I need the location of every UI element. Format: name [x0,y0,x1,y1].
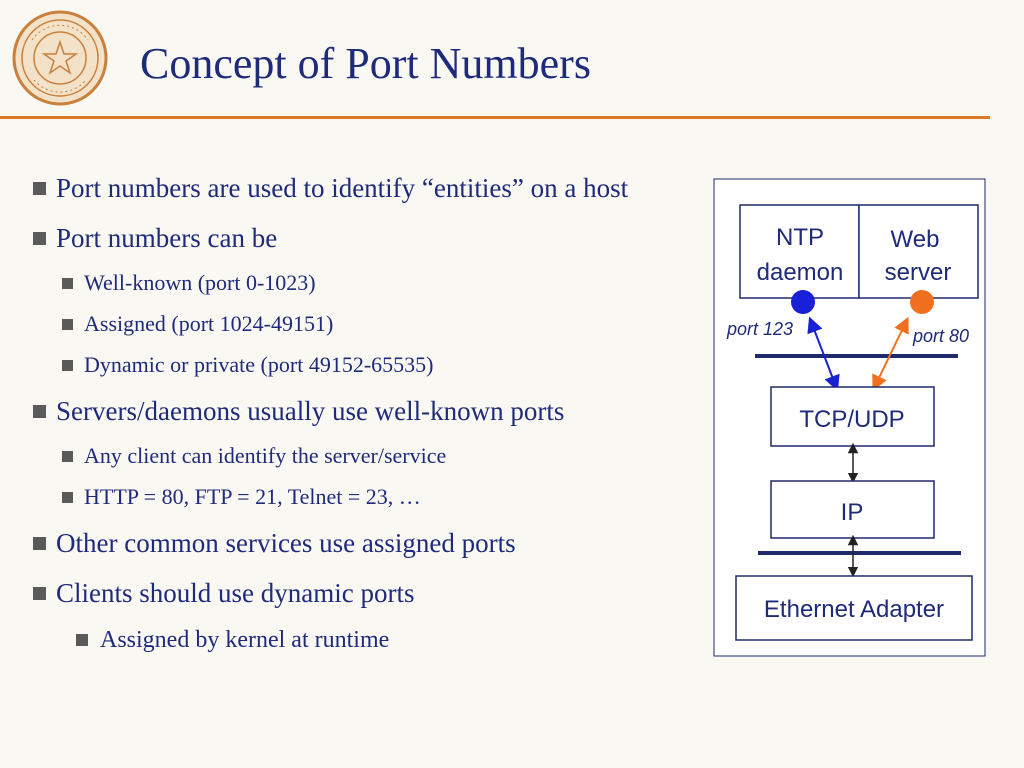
bullet-square-icon [62,278,73,289]
ntp-label-line1: NTP [776,224,824,251]
bullet-square-icon [62,492,73,503]
bullet-list: Port numbers are used to identify “entit… [30,168,705,657]
bullet-text: Assigned by kernel at runtime [100,627,390,653]
bullet-square-icon [33,587,46,600]
sub-bullet-assigned: Assigned (port 1024-49151) [30,309,705,339]
web-port-dot [910,290,934,314]
ethernet-adapter-label: Ethernet Adapter [764,596,944,623]
ip-label: IP [841,499,864,526]
bullet-square-icon [33,232,46,245]
web-port-arrow [872,316,909,392]
bullet-text: Any client can identify the server/servi… [84,443,447,468]
ntp-port-arrow [807,316,840,392]
bullet-text: Well-known (port 0-1023) [84,270,316,295]
sub-bullet-kernel: Assigned by kernel at runtime [30,623,705,657]
lower-separator-bar [758,551,961,555]
bullet-text: Clients should use dynamic ports [56,578,415,608]
bullet-square-icon [62,451,73,462]
bullet-text: Other common services use assigned ports [56,528,516,558]
protocol-stack-diagram: NTP daemon Web server port 123 port 80 T… [713,178,986,657]
port-123-label: port 123 [726,319,793,339]
sub-bullet-dynamic: Dynamic or private (port 49152-65535) [30,350,705,380]
tcpudp-label: TCP/UDP [799,406,904,433]
bullet-square-icon [62,319,73,330]
bullet-square-icon [76,634,88,646]
bullet-text: HTTP = 80, FTP = 21, Telnet = 23, … [84,484,421,509]
ethernet-adapter-box [735,575,973,641]
sub-bullet-well-known: Well-known (port 0-1023) [30,268,705,298]
upper-separator-bar [755,354,958,358]
bullet-entities: Port numbers are used to identify “entit… [30,168,705,208]
ntp-port-dot [791,290,815,314]
ntp-label-line2: daemon [757,259,844,286]
bullet-square-icon [33,405,46,418]
bullet-text: Assigned (port 1024-49151) [84,311,334,336]
ip-box [770,480,935,539]
web-server-box [858,204,979,299]
sub-bullet-examples: HTTP = 80, FTP = 21, Telnet = 23, … [30,482,705,512]
web-label-line2: server [885,259,952,286]
university-seal-logo [12,10,108,106]
bullet-text: Port numbers can be [56,223,278,253]
bullet-square-icon [33,182,46,195]
bullet-text: Port numbers are used to identify “entit… [56,173,629,203]
ntp-daemon-box [739,204,860,299]
bullet-text: Servers/daemons usually use well-known p… [56,396,565,426]
bullet-port-kinds: Port numbers can be [30,218,705,258]
title-divider [0,116,990,119]
slide-title: Concept of Port Numbers [140,39,591,88]
web-label-line1: Web [891,226,940,253]
port-80-label: port 80 [912,326,969,346]
bullet-other-services: Other common services use assigned ports [30,523,705,563]
sub-bullet-identify: Any client can identify the server/servi… [30,441,705,471]
bullet-text: Dynamic or private (port 49152-65535) [84,352,434,377]
bullet-square-icon [62,360,73,371]
bullet-square-icon [33,537,46,550]
bullet-clients: Clients should use dynamic ports [30,573,705,613]
bullet-servers: Servers/daemons usually use well-known p… [30,391,705,431]
